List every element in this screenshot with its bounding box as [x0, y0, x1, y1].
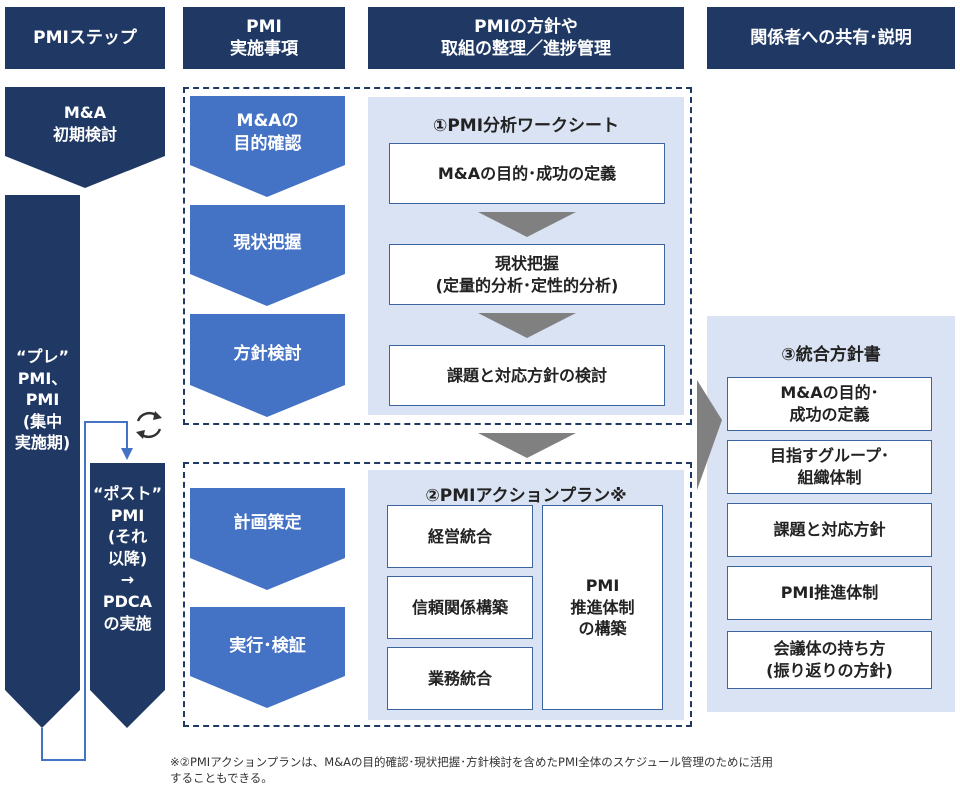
policy-item-group: 目指すグループ･ 組織体制	[727, 440, 932, 494]
group-analysis-dashed	[183, 87, 692, 425]
worksheet-current-box: 現状把握 (定量的分析･定性的分析)	[389, 244, 665, 305]
worksheet-purpose-box: M&Aの目的･成功の定義	[389, 143, 665, 204]
item-plan-label: 計画策定	[233, 513, 302, 533]
policy-item-issues: 課題と対応方針	[727, 503, 932, 557]
item-purpose-shape	[190, 96, 345, 197]
step-initial-shape	[5, 87, 165, 188]
item-policy-label: 方針検討	[233, 344, 302, 364]
header-pmi-steps: PMIステップ	[5, 7, 165, 69]
policy-item-meetings: 会議体の持ち方 (振り返りの方針)	[727, 631, 932, 689]
group-action-dashed	[183, 462, 692, 727]
policy-item-purpose: M&Aの目的･ 成功の定義	[727, 377, 932, 431]
action-trust-box: 信頼関係構築	[387, 576, 533, 639]
item-purpose-label: M&Aの 目的確認	[233, 111, 302, 154]
step-pre-pmi-label: “プレ” PMI、 PMI (集中 実施期)	[14, 347, 71, 453]
step-initial-label: M&A 初期検討	[52, 103, 117, 144]
worksheet-title: ①PMI分析ワークシート	[432, 116, 620, 136]
worksheet-policy-box: 課題と対応方針の検討	[389, 345, 665, 406]
header-pmi-items: PMI 実施事項	[183, 7, 345, 69]
step-post-pmi-shape	[90, 463, 165, 728]
pdca-connector-arrowhead	[121, 448, 133, 460]
item-execute-label: 実行･検証	[229, 636, 306, 656]
step-pre-pmi-shape	[5, 195, 80, 728]
footnote: ※②PMIアクションプランは、M&Aの目的確認･現状把握･方針検討を含めたPMI…	[170, 755, 773, 785]
action-mgmt-box: 経営統合	[387, 505, 533, 568]
policy-item-structure: PMI推進体制	[727, 566, 932, 620]
action-structure-box: PMI 推進体制 の構築	[542, 505, 663, 710]
step-post-pmi-label: “ポスト” PMI (それ 以降) → PDCA の実施	[92, 484, 163, 633]
action-business-box: 業務統合	[387, 647, 533, 710]
item-current-label: 現状把握	[233, 233, 302, 253]
action-plan-title: ②PMIアクションプラン※	[425, 486, 627, 506]
item-execute-shape	[190, 607, 345, 708]
cycle-arrows-icon	[136, 411, 162, 439]
item-plan-shape	[190, 488, 345, 590]
pdca-connector-line	[41, 421, 128, 761]
item-current-shape	[190, 205, 345, 306]
header-policy-progress: PMIの方針や 取組の整理／進捗管理	[368, 7, 684, 69]
item-policy-shape	[190, 314, 345, 417]
policy-doc-title: ③統合方針書	[781, 345, 881, 365]
header-sharing: 関係者への共有･説明	[707, 7, 955, 69]
